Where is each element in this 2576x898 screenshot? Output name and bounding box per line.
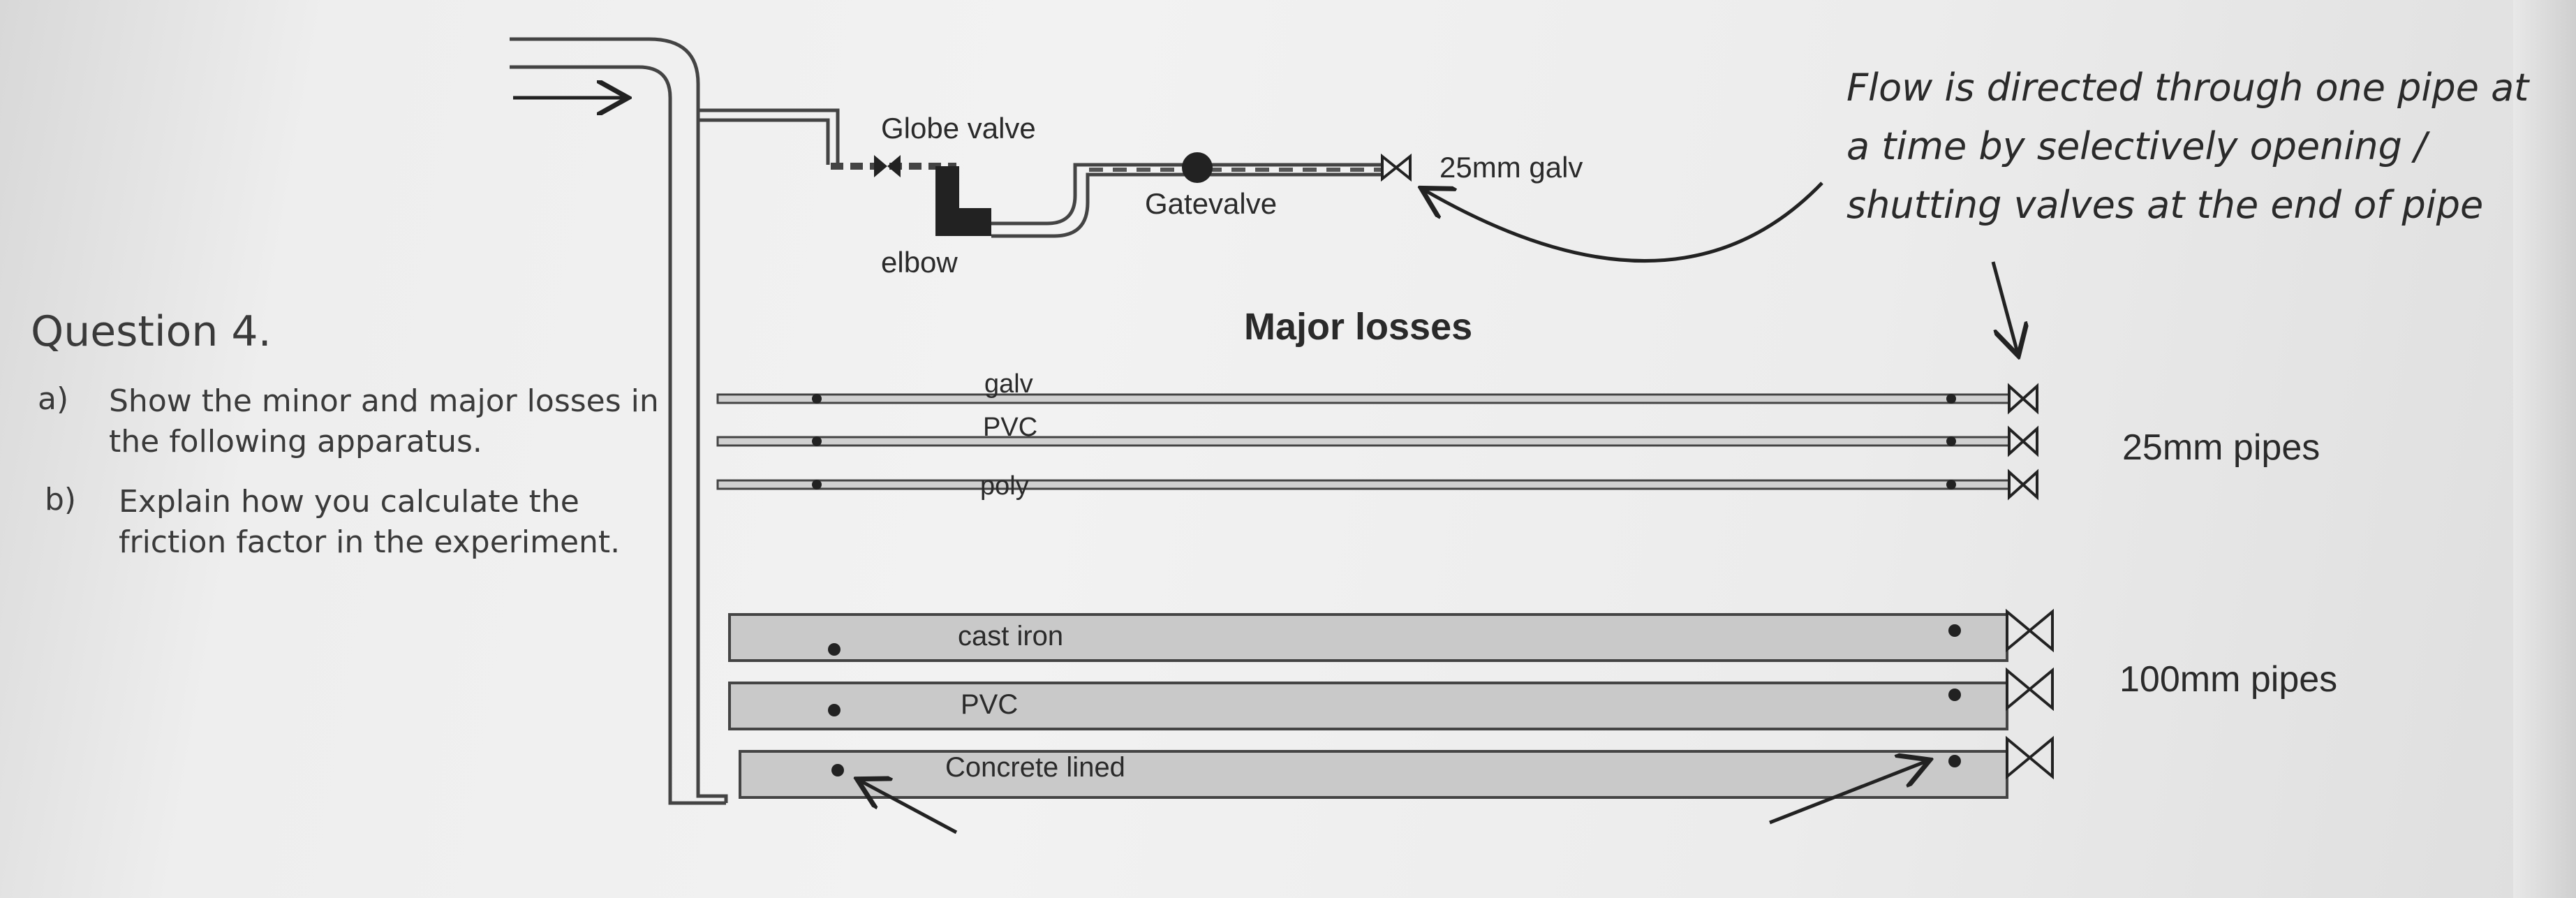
branch-pipe [698,108,840,165]
pipes-25mm [716,383,2038,501]
question-b-text: Explain how you calculate the friction f… [119,482,620,563]
pipe-label-pvc-25: PVC [983,413,1037,442]
gate-valve-icon [1182,152,1213,183]
elbow-connector [935,208,991,236]
globe-valve-icon [874,155,901,177]
question-a-line-2: the following apparatus. [109,424,482,459]
note-line-2: a time by selectively opening / [1846,124,2431,168]
bottom-left-arrow [860,781,958,834]
question-b-line-2: friction factor in the experiment. [119,524,621,560]
pipe-label-cast-iron: cast iron [958,621,1063,652]
label-25mm-galv: 25mm galv [1439,151,1583,184]
label-100mm-pipes: 100mm pipes [2119,659,2337,700]
pipes-100mm [728,608,2054,799]
question-a-line-1: Show the minor and major losses in [109,383,659,419]
label-globe-valve: Globe valve [881,112,1036,145]
label-25mm-pipes: 25mm pipes [2122,427,2320,468]
galv-valve-icon [1381,153,1412,182]
note-down-arrow [1991,261,2018,353]
note-pointer-arrow [1424,182,1823,263]
question-b-marker: b) [45,482,77,517]
label-elbow: elbow [881,246,958,279]
screen-edge [2513,0,2576,898]
elbow-pipe [991,163,1382,238]
question-a-text: Show the minor and major losses in the f… [109,381,659,462]
note-line-1: Flow is directed through one pipe at [1846,66,2530,110]
pipe-label-pvc-100: PVC [961,689,1018,720]
bottom-right-arrow [1769,761,1927,825]
label-gate-valve: Gatevalve [1145,187,1277,220]
pipe-label-galv: galv [984,369,1033,399]
pipe-label-poly: poly [980,471,1029,501]
label-major-losses: Major losses [1244,306,1472,348]
note-line-3: shutting valves at the end of pipe [1846,183,2483,227]
inlet-pipe [510,37,728,805]
question-a-marker: a) [38,381,69,417]
pipe-label-concrete: Concrete lined [945,752,1125,783]
question-b-line-1: Explain how you calculate the [119,484,579,520]
question-title: Question 4. [31,307,272,356]
